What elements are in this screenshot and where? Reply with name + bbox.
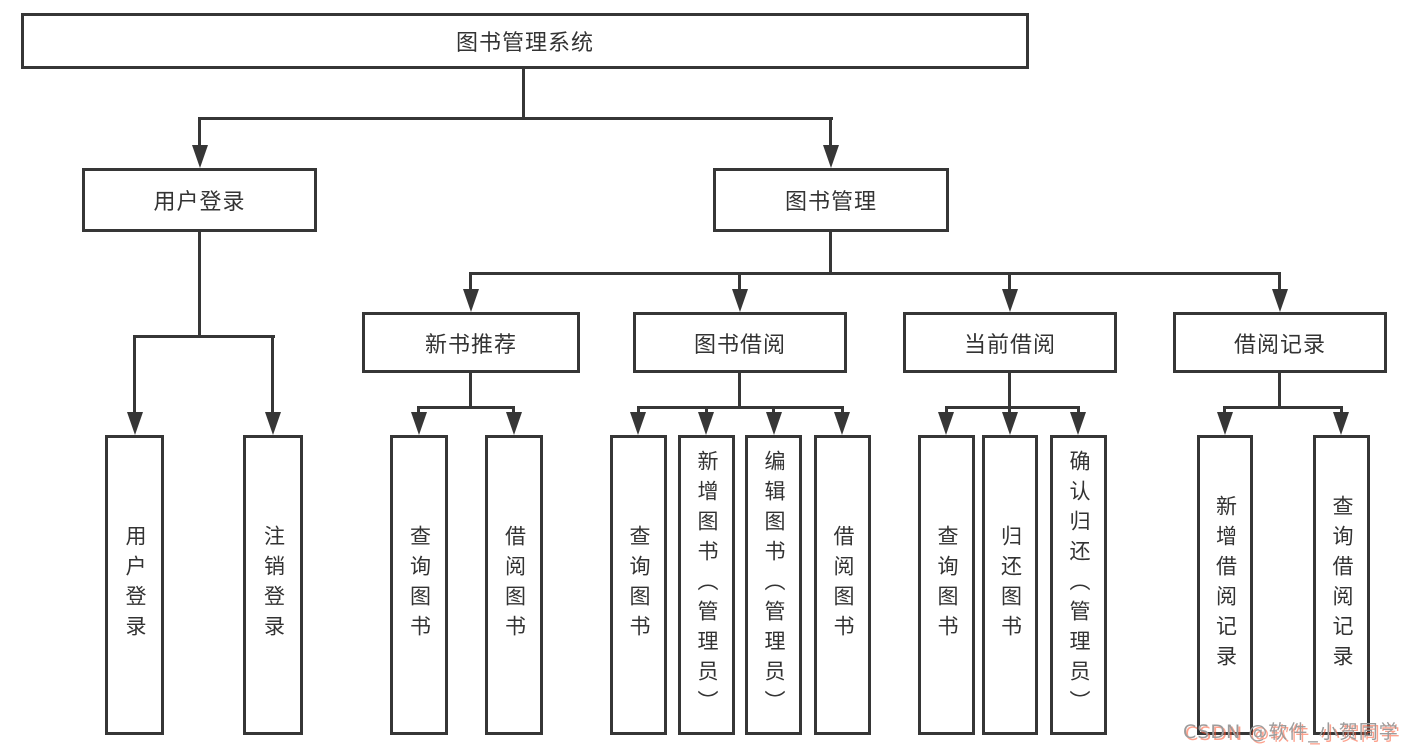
connector-recommend-stem	[469, 373, 472, 409]
leaf-edit-books-admin: 编辑图书（管理员）	[745, 435, 802, 735]
connector-userlogin-stem	[198, 232, 201, 338]
leaf-add-borrow-record-label: 新增借阅记录	[1213, 495, 1238, 675]
connector-borrowing-stem	[738, 373, 741, 409]
leaf-user-login: 用户登录	[105, 435, 164, 735]
leaf-add-borrow-record: 新增借阅记录	[1197, 435, 1253, 735]
arrowhead-to-query-borrow-record	[1333, 412, 1349, 435]
connector-bookmgmt-arrow2-shaft	[738, 272, 741, 294]
arrowhead-to-current-borrowing	[1002, 289, 1018, 312]
leaf-logout: 注销登录	[243, 435, 303, 735]
node-new-book-recommend: 新书推荐	[362, 312, 580, 373]
connector-userlogin-arrow1-shaft	[133, 335, 136, 415]
node-borrow-records: 借阅记录	[1173, 312, 1387, 373]
leaf-logout-label: 注销登录	[261, 525, 286, 645]
connector-current-arrow1-shaft	[945, 406, 948, 416]
arrowhead-to-borrow-records	[1272, 289, 1288, 312]
arrowhead-to-query-books-borrowing	[630, 412, 646, 435]
connector-current-arrow2-shaft	[1008, 406, 1011, 416]
leaf-user-login-label: 用户登录	[123, 525, 147, 645]
connector-borrowing-arrow3-shaft	[772, 406, 775, 416]
leaf-borrow-books-recommend-label: 借阅图书	[502, 525, 527, 645]
connector-borrowing-arrow2-shaft	[705, 406, 708, 416]
connector-current-arrow3-shaft	[1077, 406, 1080, 416]
connector-root-split	[198, 117, 833, 120]
arrowhead-to-user-login	[192, 145, 208, 168]
node-root-system: 图书管理系统	[21, 13, 1029, 69]
node-current-borrowing: 当前借阅	[903, 312, 1117, 373]
leaf-borrow-books-label: 借阅图书	[831, 525, 855, 645]
arrowhead-to-borrow-books-recommend	[506, 412, 522, 435]
connector-records-stem	[1278, 373, 1281, 409]
connector-current-split	[945, 406, 1080, 409]
leaf-add-books-admin-label: 新增图书（管理员）	[695, 450, 719, 720]
csdn-watermark: CSDN @软件_小贺同学	[1183, 721, 1399, 743]
connector-bookmgmt-arrow4-shaft	[1278, 272, 1281, 294]
connector-borrowing-split	[637, 406, 844, 409]
connector-root-stem	[522, 69, 525, 118]
connector-root-arrow1-shaft	[198, 117, 201, 149]
leaf-query-borrow-record-label: 查询借阅记录	[1330, 495, 1354, 675]
connector-bookmgmt-arrow1-shaft	[469, 272, 472, 294]
arrowhead-to-return-books	[1002, 412, 1018, 435]
leaf-borrow-books-recommend: 借阅图书	[485, 435, 543, 735]
leaf-confirm-return-admin-label: 确认归还（管理员）	[1067, 450, 1091, 720]
leaf-query-books-borrowing-label: 查询图书	[627, 525, 651, 645]
leaf-query-borrow-record: 查询借阅记录	[1313, 435, 1370, 735]
arrowhead-to-edit-books-admin	[766, 412, 782, 435]
connector-root-arrow2-shaft	[829, 117, 832, 149]
arrowhead-to-query-books-current	[938, 412, 954, 435]
leaf-add-books-admin: 新增图书（管理员）	[678, 435, 735, 735]
node-book-management: 图书管理	[713, 168, 949, 232]
arrowhead-to-leaf-logout	[265, 412, 281, 435]
arrowhead-to-add-borrow-record	[1217, 412, 1233, 435]
connector-records-arrow1-shaft	[1223, 406, 1226, 416]
leaf-return-books: 归还图书	[982, 435, 1038, 735]
leaf-edit-books-admin-label: 编辑图书（管理员）	[762, 450, 786, 720]
leaf-query-books-recommend: 查询图书	[390, 435, 448, 735]
connector-bookmgmt-stem	[829, 232, 832, 275]
connector-records-arrow2-shaft	[1340, 406, 1343, 416]
connector-bookmgmt-split	[470, 272, 1281, 275]
connector-userlogin-split	[133, 335, 275, 338]
connector-borrowing-arrow4-shaft	[841, 406, 844, 416]
node-user-login: 用户登录	[82, 168, 317, 232]
leaf-query-books-current: 查询图书	[918, 435, 975, 735]
arrowhead-to-confirm-return-admin	[1070, 412, 1086, 435]
arrowhead-to-book-management	[823, 145, 839, 168]
connector-recommend-arrow1-shaft	[417, 406, 420, 416]
arrowhead-to-book-borrowing	[732, 289, 748, 312]
arrowhead-to-new-book-recommend	[463, 289, 479, 312]
leaf-confirm-return-admin: 确认归还（管理员）	[1050, 435, 1107, 735]
leaf-query-books-borrowing: 查询图书	[610, 435, 667, 735]
connector-recommend-split	[417, 406, 515, 409]
leaf-return-books-label: 归还图书	[998, 525, 1023, 645]
connector-current-stem	[1008, 373, 1011, 409]
arrowhead-to-leaf-user-login	[127, 412, 143, 435]
connector-records-split	[1223, 406, 1343, 409]
arrowhead-to-query-books-recommend	[411, 412, 427, 435]
leaf-query-books-recommend-label: 查询图书	[407, 525, 432, 645]
connector-recommend-arrow2-shaft	[512, 406, 515, 416]
node-book-borrowing: 图书借阅	[633, 312, 847, 373]
connector-bookmgmt-arrow3-shaft	[1008, 272, 1011, 294]
connector-borrowing-arrow1-shaft	[637, 406, 640, 416]
leaf-borrow-books: 借阅图书	[814, 435, 871, 735]
leaf-query-books-current-label: 查询图书	[935, 525, 959, 645]
connector-userlogin-arrow2-shaft	[271, 335, 274, 415]
arrowhead-to-add-books-admin	[698, 412, 714, 435]
arrowhead-to-borrow-books	[834, 412, 850, 435]
